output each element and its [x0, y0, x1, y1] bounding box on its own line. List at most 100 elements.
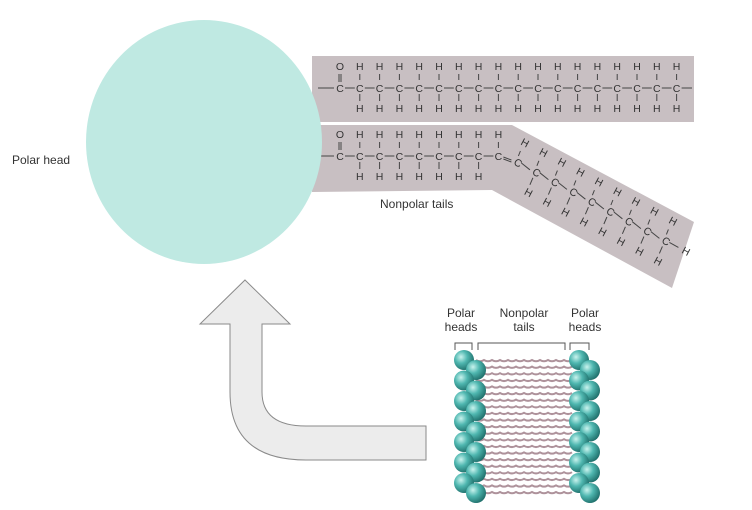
hydrogen-atom: H: [574, 61, 582, 73]
hydrogen-atom: H: [534, 61, 542, 73]
hydrogen-atom: H: [396, 103, 404, 115]
carbon-atom: C: [673, 83, 681, 95]
carbon-atom: C: [356, 83, 364, 95]
right-polar-heads-label-line1: Polar: [571, 306, 599, 320]
saturated-fatty-acid-chain: COCHHCHHCHHCHHCHHCHHCHHCHHCHHCHHCHHCHHCH…: [318, 61, 692, 115]
carbon-atom: C: [455, 151, 463, 163]
double-bond: [503, 158, 512, 163]
carbon-atom: C: [455, 83, 463, 95]
hydrogen-atom: H: [455, 61, 463, 73]
hydrogen-atom: H: [396, 171, 404, 183]
bilayer-tail: [475, 451, 573, 455]
hydrogen-atom: H: [594, 103, 602, 115]
hydrogen-atom: H: [653, 103, 661, 115]
polar-head-circle: [86, 20, 322, 264]
single-bond: [517, 150, 521, 157]
carbon-atom: C: [495, 83, 503, 95]
single-bond: [539, 172, 549, 180]
double-bond: [503, 156, 512, 161]
single-bond: [658, 246, 663, 254]
saturated-tail-band: [312, 56, 694, 122]
carbon-atom: C: [475, 83, 483, 95]
carbon-atom: C: [396, 151, 404, 163]
single-bond: [566, 197, 571, 205]
hydrogen-atom: H: [475, 129, 483, 141]
hydrogen-atom: H: [455, 171, 463, 183]
single-bond: [647, 219, 651, 225]
hydrogen-atom: H: [356, 129, 364, 141]
single-bond: [521, 162, 531, 171]
hydrogen-atom: H: [435, 103, 443, 115]
carbon-atom: C: [613, 83, 621, 95]
tails-bracket: [477, 342, 566, 350]
carbon-atom: C: [415, 151, 423, 163]
carbon-atom: C: [435, 151, 443, 163]
right-polar-heads-label-line2: heads: [569, 320, 602, 334]
single-bond: [576, 192, 586, 200]
carbon-atom: C: [356, 151, 364, 163]
carbon-atom: C: [376, 151, 384, 163]
single-bond: [536, 160, 540, 166]
hydrogen-atom: H: [396, 129, 404, 141]
bilayer-tail: [475, 424, 573, 429]
hydrogen-atom: H: [435, 61, 443, 73]
hydrogen-atom: H: [534, 103, 542, 115]
single-bond: [554, 170, 558, 176]
bilayer-tail: [475, 444, 573, 449]
hydrogen-atom: H: [415, 171, 423, 183]
single-bond: [595, 201, 605, 210]
bilayer-tail: [475, 490, 573, 495]
nonpolar-tails-label: Nonpolar tails: [380, 197, 453, 211]
single-bond: [547, 187, 552, 195]
lipid-bilayer: [454, 350, 600, 503]
carbon-atom: C: [534, 83, 542, 95]
hydrogen-atom: H: [653, 61, 661, 73]
carbon-atom: C: [653, 83, 661, 95]
hydrogen-atom: H: [415, 103, 423, 115]
bilayer-tail: [475, 431, 573, 435]
hydrogen-atom: H: [356, 61, 364, 73]
hydrogen-atom: H: [514, 61, 522, 73]
hydrogen-atom: H: [495, 129, 503, 141]
hydrogen-atom: H: [376, 129, 384, 141]
hydrogen-atom: H: [554, 61, 562, 73]
nonpolar-tails-inset-label-line1: Nonpolar: [500, 306, 549, 320]
carbon-atom: C: [574, 83, 582, 95]
bilayer-tail: [475, 378, 573, 383]
left-polar-heads-label-line2: heads: [445, 320, 478, 334]
single-bond: [621, 226, 626, 234]
bilayer-tail: [475, 484, 573, 488]
hydrogen-atom: H: [455, 129, 463, 141]
single-bond: [584, 207, 589, 215]
single-bond: [650, 231, 660, 239]
hydrogen-atom: H: [475, 171, 483, 183]
single-bond: [558, 182, 568, 190]
carbon-atom: C: [435, 83, 443, 95]
bilayer-tail: [475, 464, 573, 468]
carbon-atom: C: [396, 83, 404, 95]
hydrogen-atom: H: [613, 61, 621, 73]
single-bond: [591, 190, 595, 196]
oxygen-atom: O: [336, 61, 344, 73]
bilayer-tail: [475, 398, 573, 402]
hydrogen-atom: H: [554, 103, 562, 115]
hydrogen-atom: H: [475, 61, 483, 73]
hydrogen-atom: H: [574, 103, 582, 115]
carbon-atom: C: [594, 83, 602, 95]
hydrogen-atom: H: [475, 103, 483, 115]
bilayer-tail: [475, 405, 573, 409]
hydrogen-atom: H: [495, 61, 503, 73]
carbon-atom: C: [495, 151, 503, 163]
bilayer-tail: [475, 372, 573, 376]
curved-arrow: [198, 279, 427, 461]
bilayer-tail: [475, 358, 573, 363]
single-bond: [529, 177, 534, 185]
hydrogen-atom: H: [415, 129, 423, 141]
hydrogen-atom: H: [673, 61, 681, 73]
oxygen-atom: O: [336, 129, 344, 141]
single-bond: [603, 216, 608, 225]
bilayer-tail: [475, 418, 573, 422]
hydrogen-atom: H: [455, 103, 463, 115]
single-bond: [640, 236, 645, 244]
